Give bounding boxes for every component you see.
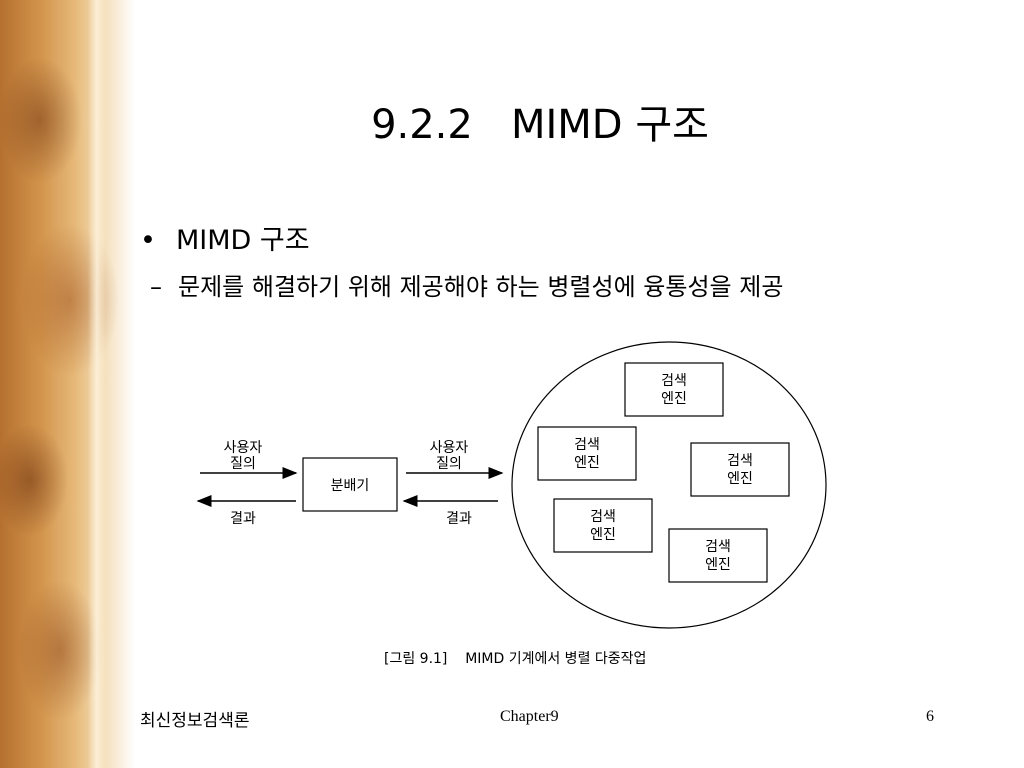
search-engine-box-2: 검색 엔진 [537,426,637,481]
footer-course-title: 최신정보검색론 [140,711,250,731]
figure-caption: [그림 9.1] MIMD 기계에서 병렬 다중작업 [384,651,647,667]
search-engine-box-4: 검색 엔진 [553,498,653,553]
search-engine-box-3: 검색 엔진 [690,442,790,497]
bullet-level2-text: 문제를 해결하기 위해 제공해야 하는 병렬성에 융통성을 제공 [178,273,784,301]
engine-label-line2: 엔진 [727,471,753,487]
engine-label-line1: 검색 [705,539,731,555]
engine-label-line1: 검색 [727,453,753,469]
engine-label-line1: 검색 [574,437,600,453]
bullet-level1: • MIMD 구조 [140,218,310,257]
bullet-level1-text: MIMD 구조 [176,225,310,256]
user-query-left-line2: 질의 [230,456,256,472]
footer-page-number: 6 [926,708,934,725]
engine-label-line2: 엔진 [661,391,687,407]
slide-title: 9.2.2 MIMD 구조 [371,102,709,148]
distributor-label: 분배기 [331,478,370,494]
engine-label-line1: 검색 [661,373,687,389]
decorative-parchment-strip [0,0,135,768]
result-right-label: 결과 [446,511,472,527]
footer-chapter: Chapter9 [500,708,559,725]
engine-pool-circle [511,341,827,629]
dash-marker: – [150,273,162,301]
search-engine-box-1: 검색 엔진 [624,362,724,417]
engine-label-line2: 엔진 [590,527,616,543]
engine-label-line2: 엔진 [705,557,731,573]
bullet-marker: • [140,225,156,256]
engine-label-line1: 검색 [590,509,616,525]
search-engine-box-5: 검색 엔진 [668,528,768,583]
user-query-right-line1: 사용자 [430,440,469,456]
distributor-box [302,457,398,512]
engine-label-line2: 엔진 [574,455,600,471]
user-query-left-line1: 사용자 [224,440,263,456]
result-left-label: 결과 [230,511,256,527]
bullet-level2: – 문제를 해결하기 위해 제공해야 하는 병렬성에 융통성을 제공 [150,270,880,304]
user-query-right-line2: 질의 [436,456,462,472]
